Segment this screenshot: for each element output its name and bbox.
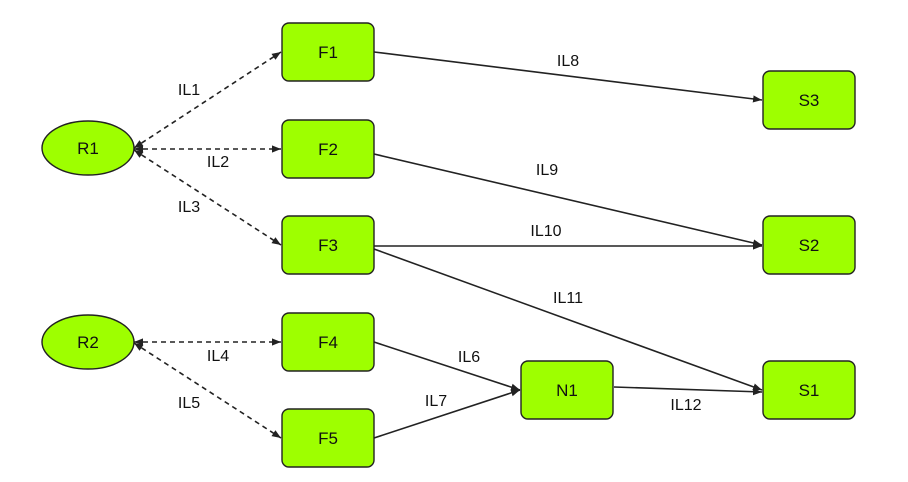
node-shape-f3 xyxy=(281,215,375,275)
node-label-f1: F1 xyxy=(318,43,338,62)
node-f5: F5 xyxy=(281,408,375,468)
node-shape-f1 xyxy=(281,22,375,82)
edge-label-il7: IL7 xyxy=(425,393,447,410)
node-shape-s1 xyxy=(762,360,856,420)
node-shape-f5 xyxy=(281,408,375,468)
edge-il5 xyxy=(133,342,282,439)
edge-il9 xyxy=(373,153,763,247)
edge-il7 xyxy=(373,389,521,439)
node-shape-s3 xyxy=(762,70,856,130)
edge-il6 xyxy=(373,341,521,391)
node-r2: R2 xyxy=(41,314,135,370)
edge-label-il10: IL10 xyxy=(530,223,561,240)
edge-il11 xyxy=(373,248,763,391)
node-label-f2: F2 xyxy=(318,140,338,159)
node-label-f4: F4 xyxy=(318,333,338,352)
edges-layer xyxy=(133,51,763,439)
node-s3: S3 xyxy=(762,70,856,130)
node-s2: S2 xyxy=(762,215,856,275)
edge-label-il6: IL6 xyxy=(458,349,480,366)
node-shape-s2 xyxy=(762,215,856,275)
node-f4: F4 xyxy=(281,312,375,372)
node-label-s3: S3 xyxy=(799,91,820,110)
edge-label-il2: IL2 xyxy=(207,154,229,171)
node-label-s2: S2 xyxy=(799,236,820,255)
node-label-s1: S1 xyxy=(799,381,820,400)
edge-label-il4: IL4 xyxy=(207,348,229,365)
edge-il8 xyxy=(373,51,763,103)
node-r1: R1 xyxy=(41,120,135,176)
node-shape-r1 xyxy=(41,120,135,176)
edge-il1 xyxy=(133,51,282,149)
edge-label-il11: IL11 xyxy=(553,290,583,307)
edge-label-il8: IL8 xyxy=(557,53,579,70)
node-shape-n1 xyxy=(520,360,614,420)
node-shape-f2 xyxy=(281,119,375,179)
edge-label-il5: IL5 xyxy=(178,395,200,412)
node-label-r1: R1 xyxy=(77,139,99,158)
edge-label-il9: IL9 xyxy=(536,162,558,179)
node-f1: F1 xyxy=(281,22,375,82)
node-label-f5: F5 xyxy=(318,429,338,448)
node-s1: S1 xyxy=(762,360,856,420)
node-f2: F2 xyxy=(281,119,375,179)
edge-label-il1: IL1 xyxy=(178,82,200,99)
edge-label-il12: IL12 xyxy=(670,397,701,414)
node-n1: N1 xyxy=(520,360,614,420)
node-label-n1: N1 xyxy=(556,381,578,400)
edge-il12 xyxy=(613,386,763,396)
node-shape-r2 xyxy=(41,314,135,370)
node-label-f3: F3 xyxy=(318,236,338,255)
edge-label-il3: IL3 xyxy=(178,199,200,216)
node-f3: F3 xyxy=(281,215,375,275)
node-shape-f4 xyxy=(281,312,375,372)
node-label-r2: R2 xyxy=(77,333,99,352)
edge-il3 xyxy=(133,149,282,246)
